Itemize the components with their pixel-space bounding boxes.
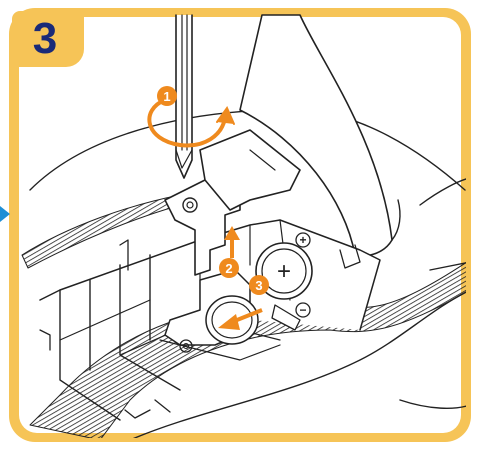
lid-latch [199, 129, 301, 211]
left-arrow-icon [218, 308, 263, 330]
coin-battery-icon [255, 242, 313, 300]
up-arrow-icon [224, 226, 240, 258]
callout-2-label: 2 [225, 261, 232, 276]
screwdriver-icon [175, 14, 193, 179]
step-number-badge: 3 [12, 11, 84, 67]
pointer-triangle-icon [0, 206, 10, 222]
plus-terminal [295, 232, 311, 248]
terminal-minus-mark: − [299, 303, 306, 317]
battery-plus-mark: + [277, 258, 291, 285]
callout-1-label: 1 [163, 89, 170, 104]
callout-1: 1 [157, 86, 177, 106]
callout-2: 2 [219, 258, 239, 278]
callout-3: 3 [249, 275, 269, 295]
step-number: 3 [32, 14, 58, 63]
rotate-arrow-icon [147, 98, 235, 148]
callout-3-label: 3 [255, 278, 262, 293]
terminal-plus-mark: + [299, 233, 306, 247]
battery-cover-lid [239, 14, 401, 257]
minus-terminal [295, 302, 311, 318]
